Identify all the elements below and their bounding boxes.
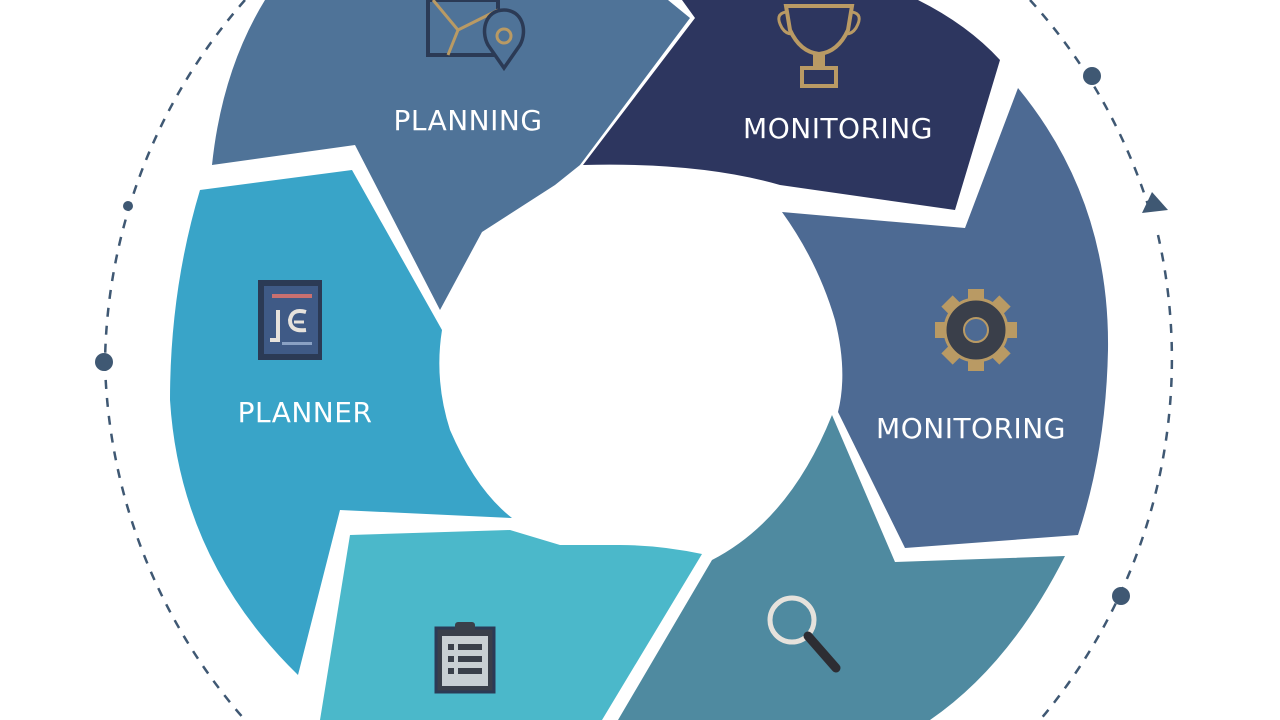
segment-monitoring-top-shape bbox=[583, 0, 1000, 210]
outer-dashed-ring bbox=[103, 0, 1174, 720]
segment-search[interactable] bbox=[618, 415, 1065, 720]
segment-planning[interactable]: PLANNING bbox=[212, 0, 690, 310]
ring-dot bbox=[95, 353, 113, 371]
segment-monitoring-right[interactable]: MONITORING bbox=[782, 88, 1109, 548]
segment-monitoring-right-shape bbox=[782, 88, 1109, 548]
segment-search-shape bbox=[618, 415, 1065, 720]
segment-checklist[interactable] bbox=[320, 530, 702, 720]
map-pin-icon bbox=[426, 0, 526, 72]
clipboard-icon bbox=[434, 622, 496, 694]
ring-arrowhead bbox=[1142, 192, 1168, 213]
segment-planner-label: PLANNER bbox=[238, 396, 373, 429]
notebook-icon bbox=[258, 280, 322, 360]
segment-planner[interactable]: PLANNER bbox=[170, 170, 512, 675]
segment-planning-shape bbox=[212, 0, 690, 310]
gear-icon bbox=[935, 289, 1017, 371]
segment-monitoring-right-label: MONITORING bbox=[876, 412, 1066, 445]
ring-dot bbox=[1112, 587, 1130, 605]
segment-planner-shape bbox=[170, 170, 512, 675]
ring-dot bbox=[1083, 67, 1101, 85]
magnifier-icon bbox=[767, 595, 841, 673]
segment-planning-label: PLANNING bbox=[393, 104, 542, 137]
ring-dot bbox=[123, 201, 133, 211]
segment-monitoring-top[interactable]: MONITORING bbox=[583, 0, 1000, 210]
trophy-icon bbox=[777, 3, 861, 88]
segment-monitoring-top-label: MONITORING bbox=[743, 112, 933, 145]
segment-checklist-shape bbox=[320, 530, 702, 720]
